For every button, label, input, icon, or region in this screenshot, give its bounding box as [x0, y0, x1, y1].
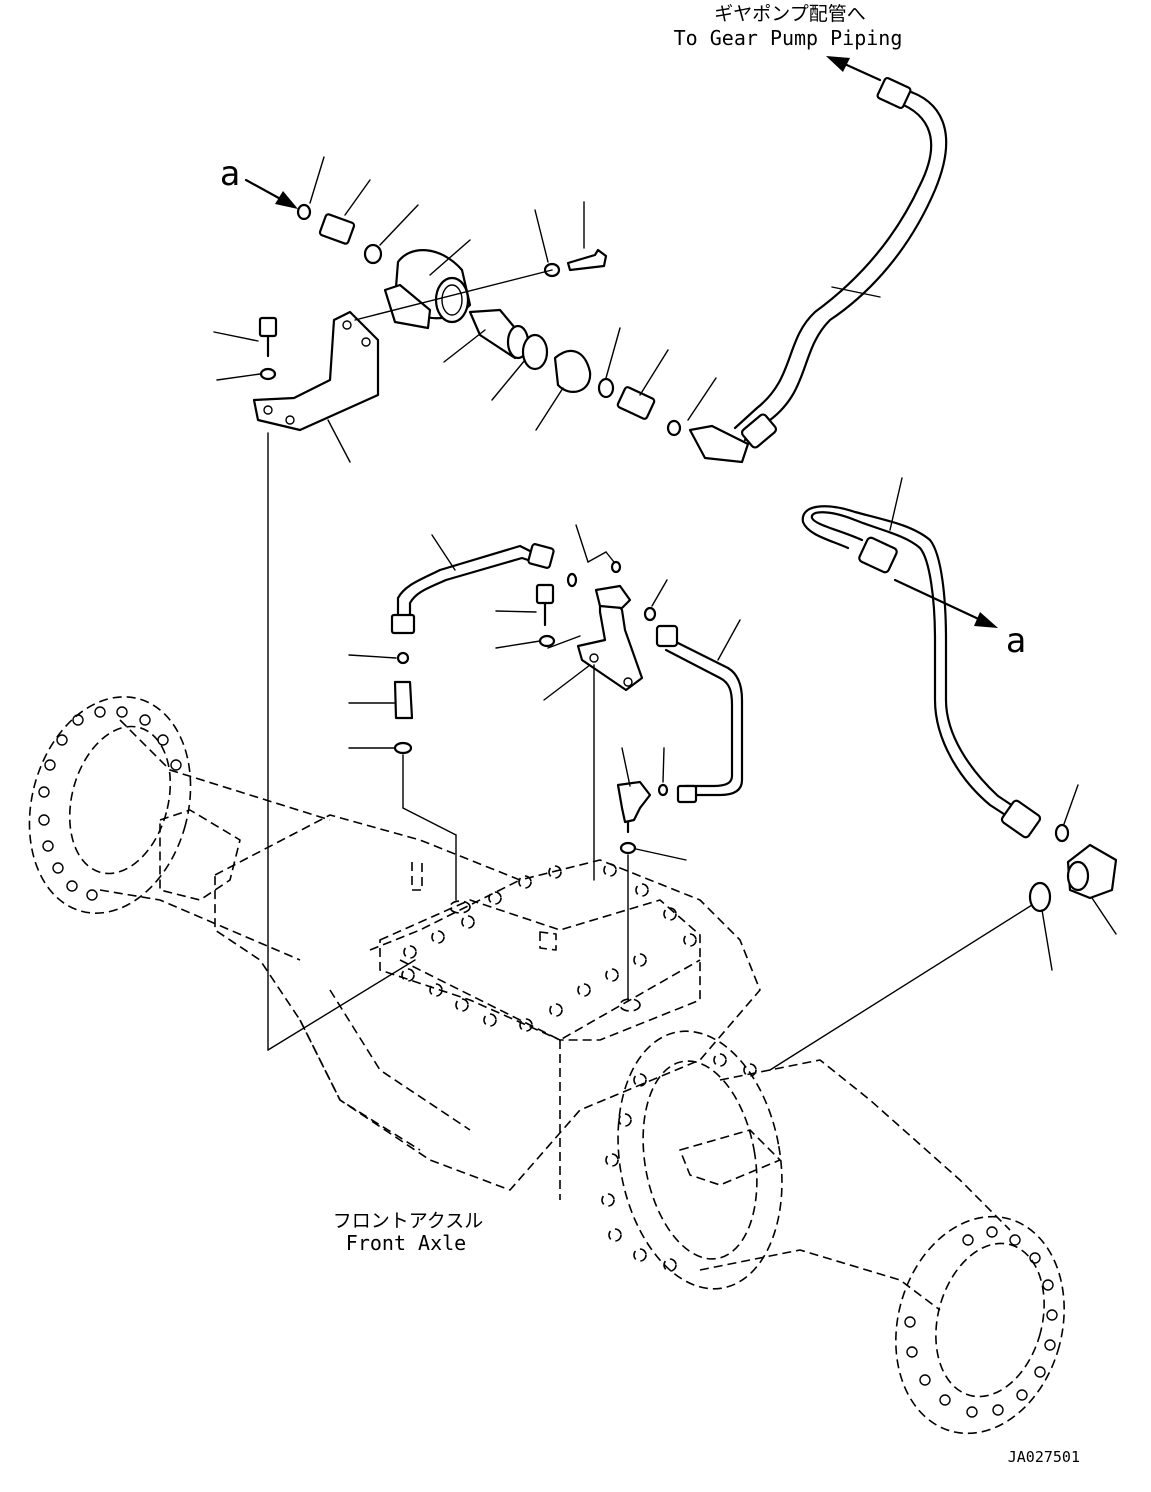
view-marker-a-right: a	[1006, 621, 1026, 661]
middle-bolt	[535, 583, 556, 648]
top-leader-lines	[213, 156, 881, 463]
right-hose	[801, 505, 1042, 839]
front-axle-label-jp: フロントアクスル	[333, 1210, 483, 1232]
front-axle	[28, 696, 1065, 1435]
arrow-marker-a-top	[244, 178, 298, 209]
middle-leader-lines	[348, 477, 1117, 971]
right-adapter	[1028, 823, 1118, 913]
right-flange-holes	[904, 1226, 1058, 1418]
middle-small-parts	[393, 560, 669, 855]
arrow-to-gear-pump	[826, 56, 882, 82]
gear-pump-label-jp: ギヤポンプ配管へ	[714, 3, 865, 25]
top-fittings	[296, 203, 682, 437]
bracket-bolt	[258, 316, 278, 381]
arrow-marker-a-right	[893, 578, 998, 628]
elbow-fitting	[616, 780, 652, 834]
filter-element	[468, 308, 530, 360]
assembly-guide-lines	[267, 432, 1033, 1071]
front-axle-label-en: Front Axle	[346, 1231, 466, 1255]
right-tube	[655, 624, 744, 804]
drawing-number: JA027501	[1008, 1448, 1080, 1466]
axle-bolt-heads	[401, 863, 757, 1272]
filter-housing	[383, 249, 472, 330]
gear-pump-label-en: To Gear Pump Piping	[674, 26, 903, 50]
hose-to-gear-pump	[688, 77, 948, 464]
left-flange-holes	[38, 706, 182, 901]
mounting-bracket	[252, 310, 380, 432]
left-tube	[390, 543, 555, 635]
middle-bracket	[576, 584, 644, 692]
view-marker-a-top: a	[220, 154, 240, 194]
